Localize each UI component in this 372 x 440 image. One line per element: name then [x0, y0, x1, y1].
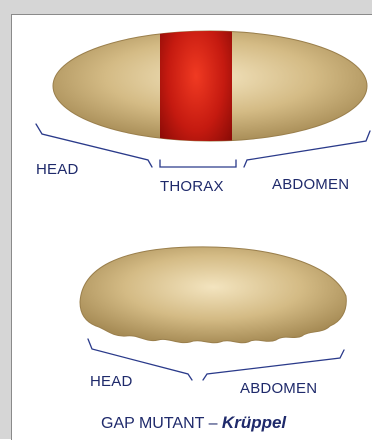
thorax-band	[160, 20, 232, 160]
mutant-embryo	[80, 247, 346, 343]
thorax-bracket	[160, 160, 236, 167]
mutant-label-abdomen: ABDOMEN	[240, 380, 317, 397]
label-head: HEAD	[36, 161, 78, 178]
mutant-embryo-body	[80, 247, 346, 343]
mutant-label-head: HEAD	[90, 373, 132, 390]
wild-type-embryo	[53, 20, 367, 160]
label-abdomen: ABDOMEN	[272, 176, 349, 193]
caption-prefix: GAP MUTANT –	[101, 415, 222, 432]
label-thorax: THORAX	[160, 178, 224, 195]
mutant-caption: GAP MUTANT – Krüppel	[101, 413, 286, 433]
mutant-abdomen-bracket	[203, 350, 344, 380]
caption-gene-name: Krüppel	[222, 413, 286, 432]
